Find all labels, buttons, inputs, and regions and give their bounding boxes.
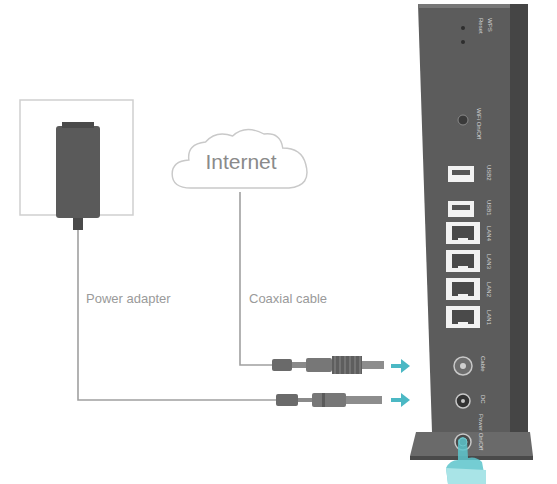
port-label: WiFi On/Off [476,108,482,139]
cable-label: Coaxial cable [249,292,327,305]
port-label: USB1 [486,200,492,216]
router [410,4,533,460]
power-adapter [56,122,100,230]
cable-label: Power adapter [86,292,171,305]
insert-arrow [391,359,410,407]
port-label: LAN3 [486,254,492,269]
power-plug [276,393,382,407]
cloud-label: Internet [205,150,276,174]
port-label: DC [480,395,486,404]
port-label: LAN2 [486,282,492,297]
port-label: Cable [480,356,486,372]
cloud-node: Internet [168,124,314,192]
port-label: USB2 [486,165,492,181]
port-label: LAN4 [486,226,492,241]
port-label: Reset [478,18,484,34]
coax-plug [272,356,384,374]
port-label: WPS [487,18,493,32]
port-label: LAN1 [486,310,492,325]
coaxial-cable [240,192,272,365]
port-label: Power On/Off [478,414,484,450]
power-cable [78,230,276,400]
